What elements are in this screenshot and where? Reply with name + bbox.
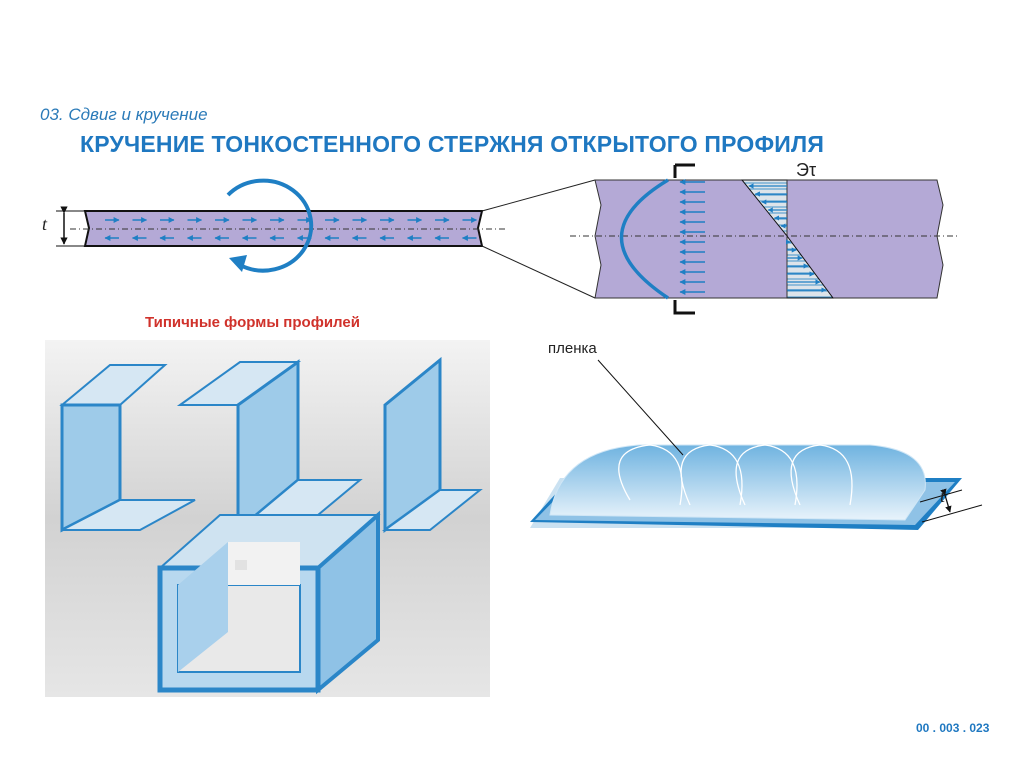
section-subtitle: 03. Сдвиг и кручение: [40, 105, 208, 124]
box-profile: [157, 510, 381, 695]
channel-profile: [59, 364, 196, 533]
torsion-arrow-icon: [226, 178, 314, 273]
thin-strip: [56, 206, 505, 247]
profile-shapes-caption: Типичные формы профилей: [145, 314, 360, 331]
magnified-section: [570, 163, 958, 315]
shear-flow-arrows: [104, 217, 478, 241]
page-title: КРУЧЕНИЕ ТОНКОСТЕННОГО СТЕРЖНЯ ОТКРЫТОГО…: [80, 131, 825, 157]
angle-profile: [381, 356, 483, 533]
stress-arrows: [679, 179, 705, 295]
film-greenhouse-illustration: [530, 444, 983, 530]
film-thickness-label: t: [940, 486, 946, 506]
stress-distribution-arrows: [748, 183, 827, 293]
stress-label: Эτ: [796, 160, 817, 180]
profile-shapes-image: [45, 340, 490, 697]
film-leader-line: [597, 359, 684, 456]
slide-number: 00 . 003 . 023: [916, 721, 990, 735]
thickness-label: t: [42, 214, 48, 234]
film-label: пленка: [548, 340, 597, 357]
